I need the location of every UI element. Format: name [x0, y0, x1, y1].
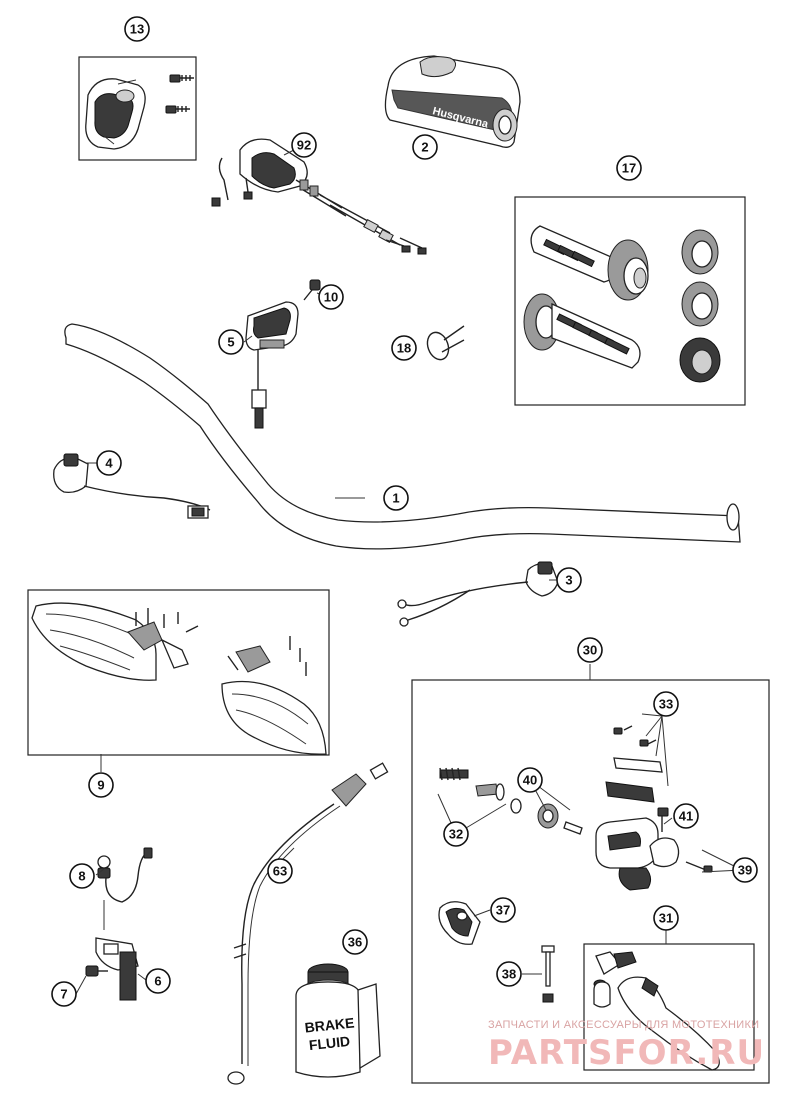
callout-63: 63: [267, 858, 293, 884]
handlebar-1: [64, 323, 741, 550]
callout-3: 3: [556, 567, 582, 593]
callout-4-label: 4: [105, 456, 113, 471]
fluid-label-line2: FLUID: [308, 1033, 351, 1053]
brake-hose-63: [227, 762, 389, 1085]
grip-left-17: [530, 225, 649, 301]
reservoir-cover-33: [605, 725, 663, 803]
screw-7: [85, 965, 108, 977]
light-switch-4: [53, 453, 211, 519]
watermark-tagline: ЗАПЧАСТИ И АКСЕССУАРЫ ДЛЯ МОТОТЕХНИКИ: [488, 1019, 759, 1031]
callout-17-label: 17: [622, 161, 636, 176]
callout-39: 39: [732, 857, 758, 883]
brake-fluid-36: BRAKE FLUID: [295, 963, 381, 1078]
bolt-13-a: [169, 74, 194, 83]
callout-1: 1: [383, 485, 409, 511]
handguard-left-9: [31, 602, 157, 681]
callout-1-label: 1: [392, 491, 399, 506]
callout-13-label: 13: [130, 22, 144, 37]
callout-30-label: 30: [583, 643, 597, 658]
screw-10: [303, 279, 321, 301]
callout-92: 92: [291, 132, 317, 158]
handlebar-pad-2: Husqvarna: [384, 55, 521, 148]
engine-switch-5: [245, 301, 299, 429]
callout-5: 5: [218, 329, 244, 355]
callout-38: 38: [496, 961, 522, 987]
throttle-cam-c-17: [679, 337, 721, 383]
callout-41: 41: [673, 803, 699, 829]
callout-37: 37: [490, 897, 516, 923]
group-box-17: [514, 196, 746, 406]
callout-36: 36: [342, 929, 368, 955]
callout-6-label: 6: [154, 974, 161, 989]
throttle-cam-a-17: [681, 229, 719, 275]
callout-32: 32: [443, 821, 469, 847]
callout-40-label: 40: [523, 773, 537, 788]
callout-8: 8: [69, 863, 95, 889]
callout-10: 10: [318, 284, 344, 310]
stop-switch-8: [97, 847, 153, 930]
master-cylinder-body: [595, 817, 713, 891]
callout-33-label: 33: [659, 697, 673, 712]
bolt-41: [657, 807, 669, 832]
callout-2-label: 2: [421, 140, 428, 155]
callout-5-label: 5: [227, 335, 234, 350]
group-box-9: [27, 589, 330, 756]
start-switch-3: [397, 561, 559, 627]
throttle-cam-b-17: [681, 281, 719, 327]
callout-36-label: 36: [348, 935, 362, 950]
callout-18-label: 18: [397, 341, 411, 356]
callout-17: 17: [616, 155, 642, 181]
fluid-label-line1: BRAKE: [304, 1014, 355, 1035]
callout-10-label: 10: [324, 290, 338, 305]
callout-31-label: 31: [659, 911, 673, 926]
callout-92-label: 92: [297, 138, 311, 153]
callout-18: 18: [391, 335, 417, 361]
callout-40: 40: [517, 767, 543, 793]
piston-spring-kit-32: [439, 767, 522, 814]
callout-7: 7: [51, 981, 77, 1007]
adjuster-37: [438, 901, 481, 945]
switch-bracket-6: [95, 937, 139, 1001]
callout-4: 4: [96, 450, 122, 476]
switch-housing-13: [85, 78, 146, 150]
callout-13: 13: [124, 16, 150, 42]
callout-33: 33: [653, 691, 679, 717]
group-box-31: [583, 943, 755, 1071]
callout-2: 2: [412, 134, 438, 160]
handguard-bracket-right-9: [227, 636, 307, 676]
callout-41-label: 41: [679, 809, 693, 824]
callout-30: 30: [577, 637, 603, 663]
callout-32-label: 32: [449, 827, 463, 842]
callout-6: 6: [145, 968, 171, 994]
handguard-right-9: [221, 680, 327, 755]
callout-7-label: 7: [60, 987, 67, 1002]
throttle-assembly-92: [211, 138, 427, 255]
callout-31: 31: [653, 905, 679, 931]
plunger-40: [537, 803, 583, 835]
handguard-bracket-left-9: [127, 608, 199, 669]
callout-37-label: 37: [496, 903, 510, 918]
pin-38: [541, 945, 555, 1003]
brake-lever-31: [583, 943, 755, 1071]
watermark-logo: PARTSFOR.RU: [488, 1033, 765, 1073]
group-box-13: [78, 56, 197, 161]
callout-39-label: 39: [738, 863, 752, 878]
callout-63-label: 63: [273, 864, 287, 879]
callout-38-label: 38: [502, 967, 516, 982]
grip-right-17: [523, 293, 641, 369]
callout-8-label: 8: [78, 869, 85, 884]
callout-3-label: 3: [565, 573, 572, 588]
callout-9: 9: [88, 772, 114, 798]
bolt-13-b: [165, 105, 190, 114]
callout-9-label: 9: [97, 778, 104, 793]
cable-tie-18: [426, 325, 465, 361]
